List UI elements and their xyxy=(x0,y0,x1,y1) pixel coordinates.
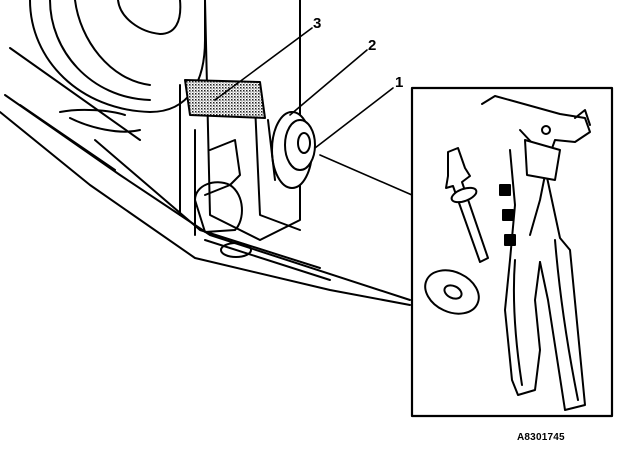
callout-3: 3 xyxy=(313,15,322,32)
pulley-wheel xyxy=(29,0,206,133)
callout-1: 1 xyxy=(395,74,404,91)
leader-to-inset xyxy=(319,154,413,196)
rivet-icon xyxy=(445,147,489,263)
figure-reference: A8301745 xyxy=(517,432,565,443)
rivet-gun-icon xyxy=(481,95,591,411)
chassis-frame xyxy=(0,47,411,306)
part-3-shim xyxy=(184,79,266,119)
frame-hole xyxy=(220,242,252,258)
leader-2 xyxy=(289,49,368,116)
inset-frame xyxy=(410,86,614,418)
leader-3 xyxy=(214,27,313,101)
rivet-inset xyxy=(424,147,489,315)
callout-2: 2 xyxy=(368,37,377,54)
installed-rivet-assembly xyxy=(267,111,316,189)
rivet-head-icon xyxy=(450,186,478,204)
leader-1 xyxy=(314,87,394,149)
mount-bracket xyxy=(194,104,301,233)
leader-lines xyxy=(214,27,413,196)
